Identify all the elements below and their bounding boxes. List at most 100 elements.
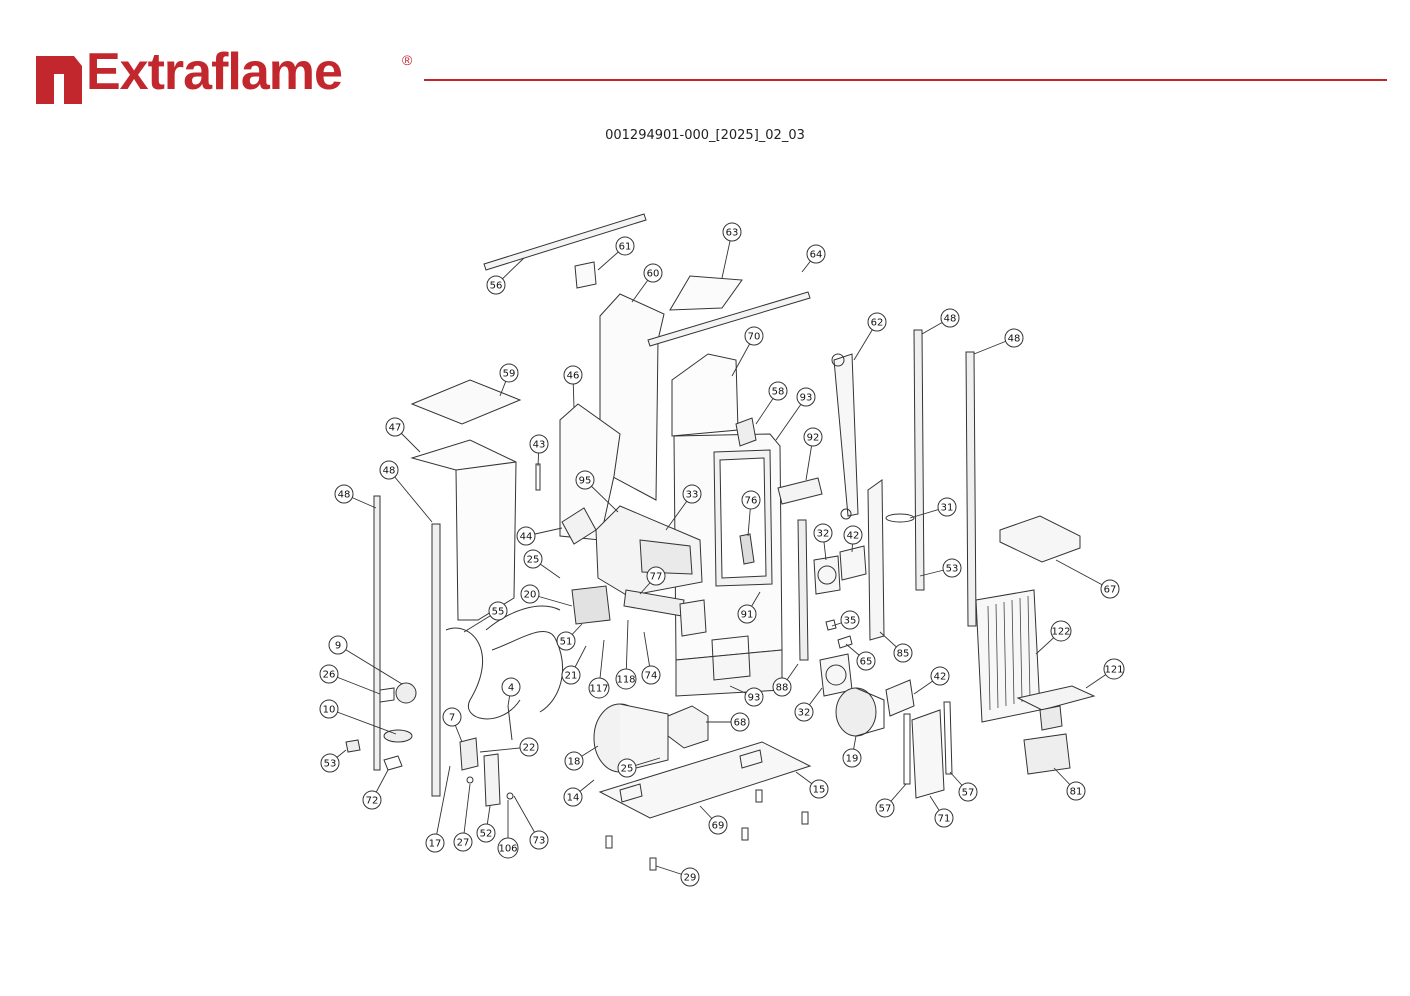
callout-label: 62 (871, 318, 884, 329)
callout-circle (1100, 579, 1120, 599)
callout-circle (362, 790, 382, 810)
callout-circle (588, 677, 610, 699)
callout-circle (615, 668, 637, 690)
callout-label: 46 (567, 371, 580, 382)
callout-leader-line (462, 783, 471, 843)
callout-label: 122 (1051, 627, 1070, 638)
callout-circle (875, 798, 895, 818)
callout-circle (744, 687, 764, 707)
callout-label: 35 (844, 616, 857, 627)
callout-label: 48 (944, 314, 957, 325)
callout-label: 32 (817, 529, 830, 540)
callout-circle (840, 610, 860, 630)
callout-label: 57 (962, 788, 975, 799)
document-code: 001294901-000_[2025]_02_03 (605, 128, 805, 143)
callout-label: 19 (846, 754, 859, 765)
callout-circle (842, 748, 862, 768)
callout-circle (1050, 620, 1072, 642)
callout-label: 76 (745, 496, 758, 507)
callout-circle (501, 677, 521, 697)
callout-label: 91 (741, 610, 754, 621)
callout-label: 69 (712, 821, 725, 832)
callout-circle (708, 815, 728, 835)
callout-circle (575, 470, 595, 490)
callout-label: 4 (508, 683, 514, 694)
callout-circle (497, 837, 519, 859)
callout-label: 17 (429, 839, 442, 850)
callout-circle (641, 665, 661, 685)
callout-label: 88 (776, 683, 789, 694)
callout-circle (930, 666, 950, 686)
header-divider (424, 79, 1387, 81)
callout-circle (499, 363, 519, 383)
callout-label: 57 (879, 804, 892, 815)
callout-leader-line (434, 765, 451, 844)
callout-label: 20 (524, 590, 537, 601)
callout-label: 73 (533, 836, 546, 847)
callout-circle (737, 604, 757, 624)
callout-label: 7 (449, 713, 455, 724)
callout-circle (556, 631, 576, 651)
callout-circle (516, 526, 536, 546)
callout-label: 68 (734, 718, 747, 729)
callout-label: 121 (1104, 665, 1123, 676)
callout-label: 81 (1070, 787, 1083, 798)
callout-label: 26 (323, 670, 336, 681)
brand-name: Extraflame (86, 43, 343, 101)
registered-mark: ® (402, 52, 413, 68)
callout-circle (523, 549, 543, 569)
callout-label: 72 (366, 796, 379, 807)
callout-circle (1066, 781, 1086, 801)
callout-circle (615, 236, 635, 256)
callout-circle (730, 712, 750, 732)
callout-label: 47 (389, 423, 402, 434)
callout-label: 33 (686, 490, 699, 501)
callout-circle (442, 707, 462, 727)
callout-circle (794, 702, 814, 722)
callout-circle (806, 244, 826, 264)
callout-label: 48 (338, 490, 351, 501)
callout-circle (379, 460, 399, 480)
callout-label: 118 (616, 675, 635, 686)
callout-circle (643, 263, 663, 283)
callout-label: 25 (527, 555, 540, 566)
callout-circle (796, 387, 816, 407)
callout-label: 85 (897, 649, 910, 660)
callout-leader-line (337, 644, 403, 685)
callout-circle (563, 787, 583, 807)
callout-circle (813, 523, 833, 543)
callout-label: 9 (335, 641, 341, 652)
callout-circle (843, 525, 863, 545)
callout-label: 42 (847, 531, 860, 542)
callout-circle (520, 584, 540, 604)
callout-label: 60 (647, 269, 660, 280)
callout-circle (772, 677, 792, 697)
callout-circle (385, 417, 405, 437)
callout-label: 53 (324, 759, 337, 770)
callout-label: 64 (810, 250, 823, 261)
callout-label: 77 (650, 572, 663, 583)
callout-circle (319, 699, 339, 719)
callout-label: 65 (860, 657, 873, 668)
callout-label: 25 (621, 764, 634, 775)
callout-label: 71 (938, 814, 951, 825)
callout-circle (646, 566, 666, 586)
callout-label: 74 (645, 671, 658, 682)
callout-circle (682, 484, 702, 504)
callout-circle (529, 830, 549, 850)
callout-circle (453, 832, 473, 852)
callout-label: 70 (748, 332, 761, 343)
callout-leader-line (1055, 559, 1111, 590)
callout-label: 43 (533, 440, 546, 451)
callout-label: 48 (1008, 334, 1021, 345)
callout-leader-line (388, 469, 433, 523)
callout-circle (1004, 328, 1024, 348)
callout-label: 61 (619, 242, 632, 253)
callout-circle (744, 326, 764, 346)
callout-label: 18 (568, 757, 581, 768)
callout-circle (617, 758, 637, 778)
callout-label: 95 (579, 476, 592, 487)
callout-circle (942, 558, 962, 578)
